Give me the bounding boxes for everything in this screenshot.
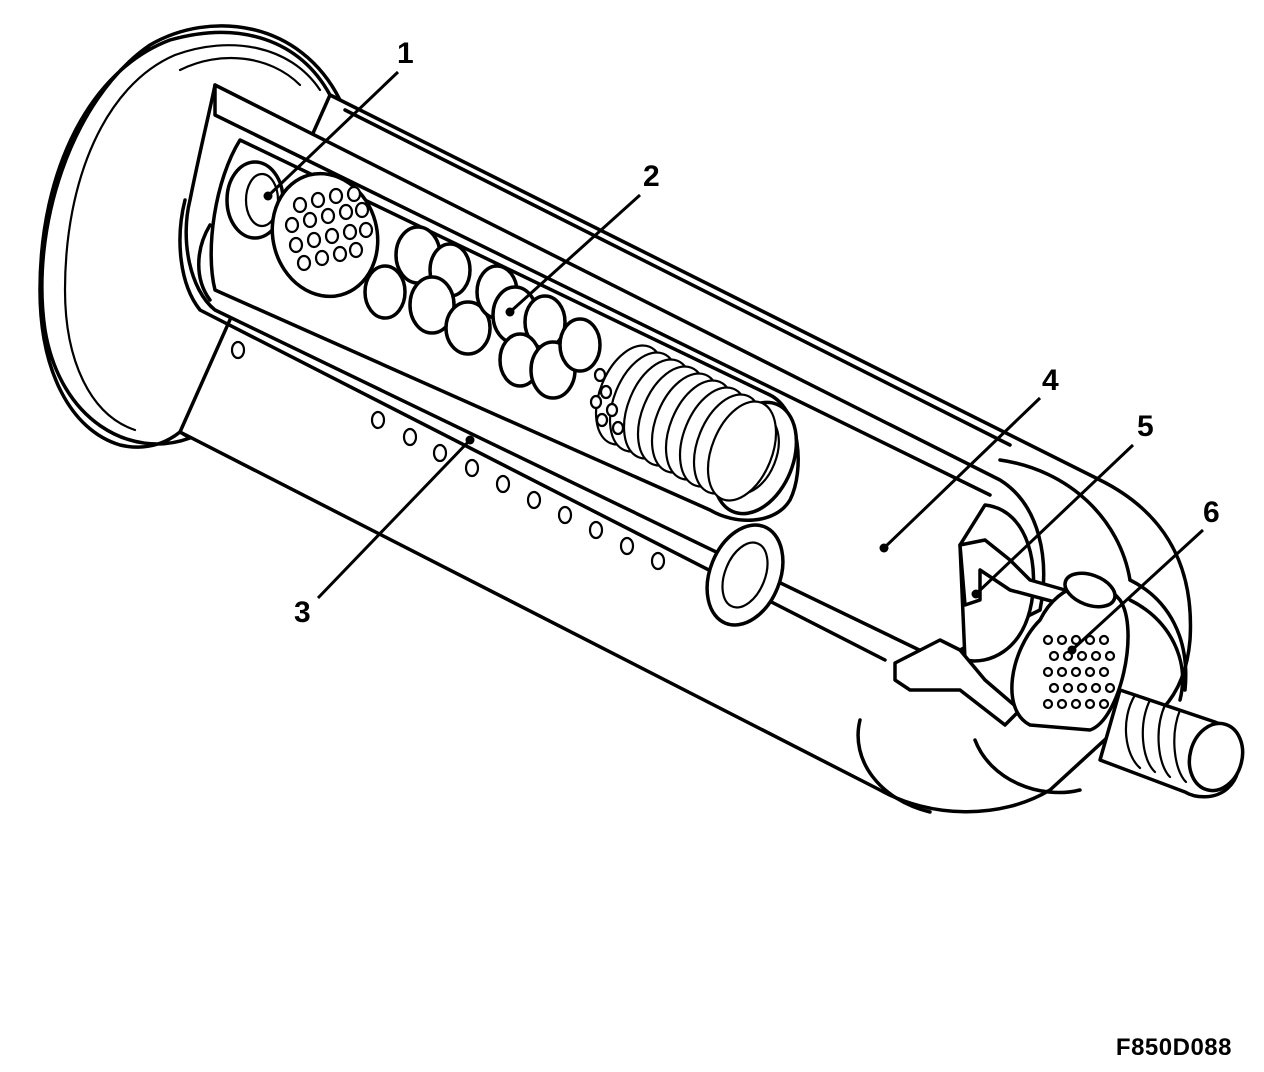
- leader-2-dot: [505, 307, 515, 317]
- leader-4-dot: [879, 543, 889, 553]
- disc-perforation: [342, 223, 358, 241]
- callout-3: 3: [294, 596, 311, 629]
- sleeve-perforation: [1042, 698, 1054, 710]
- disc-perforation: [358, 221, 374, 239]
- shell-hole: [588, 520, 604, 540]
- shell-perforations: [230, 340, 666, 571]
- tube-perforation: [611, 420, 625, 436]
- outlet-assembly: [893, 503, 1245, 799]
- disc-perforation: [346, 185, 362, 203]
- sleeve-perforation: [1056, 634, 1068, 646]
- leader-6: [1070, 528, 1205, 652]
- shell-hole: [230, 340, 246, 360]
- sleeve-perforation: [1098, 666, 1110, 678]
- sleeve-perforation: [1104, 650, 1116, 662]
- disc-perforation: [324, 227, 340, 245]
- sleeve-perforation: [1076, 682, 1088, 694]
- disc-perforation: [348, 241, 364, 259]
- leader-6-dot: [1067, 645, 1077, 655]
- sleeve-perforation: [1048, 682, 1060, 694]
- tube-perforation: [593, 367, 607, 383]
- sleeve-perforation: [1090, 682, 1102, 694]
- coil-spring: [589, 344, 778, 502]
- callout-2: 2: [643, 160, 660, 193]
- sleeve-perforation: [1070, 634, 1082, 646]
- sleeve-perforation: [1084, 698, 1096, 710]
- sleeve-perforation: [1098, 634, 1110, 646]
- leader-3: [316, 438, 472, 600]
- sleeve-perforation: [1070, 698, 1082, 710]
- callout-leaders: [263, 70, 1205, 655]
- leader-1: [266, 70, 400, 198]
- disc-perforation: [288, 236, 304, 254]
- sleeve-perforation: [1056, 698, 1068, 710]
- tube-perforation: [599, 384, 613, 400]
- sleeve-perforation: [1056, 666, 1068, 678]
- disc-perforation: [306, 231, 322, 249]
- disc-perforation: [332, 245, 348, 263]
- shell-hole: [370, 410, 386, 430]
- tube-perforation: [589, 394, 603, 410]
- figure-code: F850D088: [1115, 1034, 1232, 1061]
- disc-perforation: [338, 203, 354, 221]
- leader-4: [882, 396, 1042, 550]
- disc-perforation: [354, 201, 370, 219]
- sleeve-perforation: [1062, 682, 1074, 694]
- sound-absorbing-cartridges: [363, 225, 602, 400]
- disc-perforation: [284, 216, 300, 234]
- sleeve-perforation: [1070, 666, 1082, 678]
- callout-6: 6: [1203, 496, 1220, 529]
- sleeve-perforation: [1104, 682, 1116, 694]
- leader-3-dot: [465, 435, 475, 445]
- shell-hole: [495, 474, 511, 494]
- shell-hole: [619, 536, 635, 556]
- shell-hole: [464, 458, 480, 478]
- shell-hole: [557, 505, 573, 525]
- disc-perforation: [314, 249, 330, 267]
- leader-1-dot: [263, 191, 273, 201]
- disc-perforation: [320, 207, 336, 225]
- disc-perforation: [310, 191, 326, 209]
- shell-hole: [432, 443, 448, 463]
- tube-perforation: [605, 402, 619, 418]
- shell-hole: [526, 490, 542, 510]
- disc-perforation: [302, 211, 318, 229]
- tube-perforation: [595, 412, 609, 428]
- sleeve-perforation: [1042, 666, 1054, 678]
- leader-5-dot: [971, 589, 981, 599]
- sleeve-perforation: [1098, 698, 1110, 710]
- callout-1: 1: [397, 37, 414, 70]
- disc-perforation: [292, 196, 308, 214]
- disc-perforation: [296, 254, 312, 272]
- sleeve-perforation: [1084, 634, 1096, 646]
- sleeve-perforation: [1084, 666, 1096, 678]
- leader-5: [974, 443, 1135, 596]
- shell-hole: [402, 427, 418, 447]
- spring-coil-ring: [706, 400, 778, 502]
- callout-5: 5: [1137, 410, 1154, 443]
- disc-perforation: [328, 187, 344, 205]
- sleeve-perforation: [1042, 634, 1054, 646]
- sleeve-perforation: [1090, 650, 1102, 662]
- sleeve-perforation: [1076, 650, 1088, 662]
- sleeve-perforation: [1048, 650, 1060, 662]
- leader-2: [508, 193, 642, 314]
- callout-4: 4: [1042, 364, 1059, 397]
- shell-hole: [650, 551, 666, 571]
